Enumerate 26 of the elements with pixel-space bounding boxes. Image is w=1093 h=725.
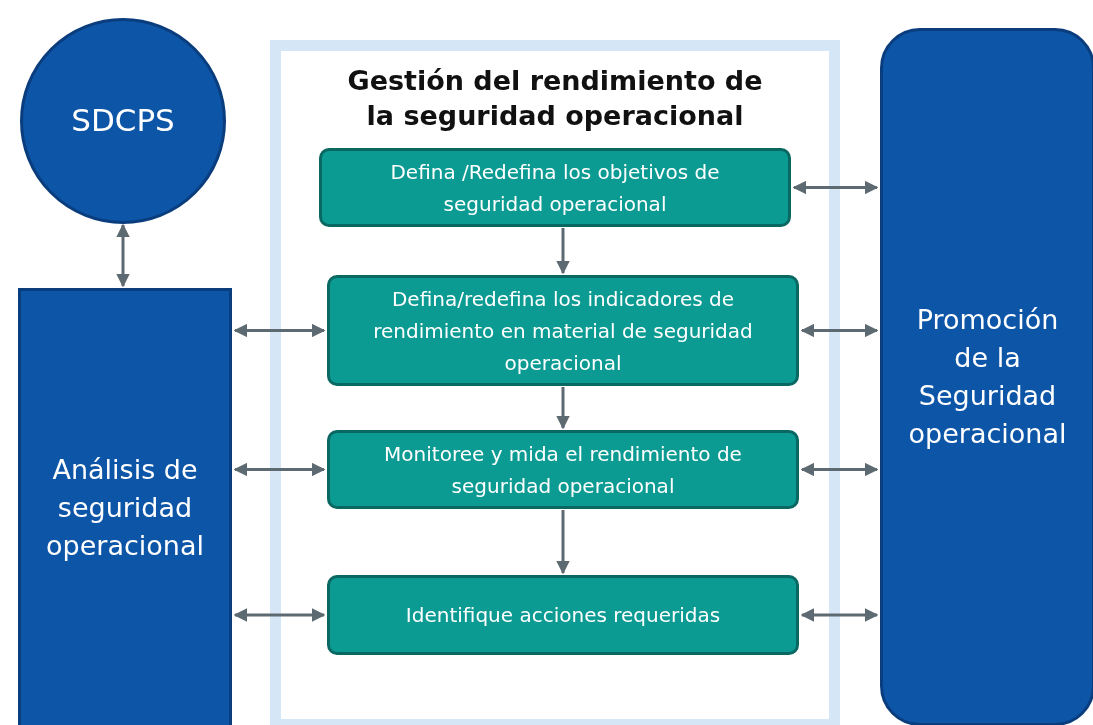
arrow	[556, 228, 570, 275]
arrow	[800, 323, 879, 338]
arrow	[556, 510, 570, 575]
node-label: Análisis de seguridad operacional	[45, 453, 205, 563]
arrow	[800, 608, 879, 622]
node-label: Monitoree y mida el rendimiento de seguridad operacional	[383, 440, 743, 500]
arrow	[233, 462, 326, 477]
process-box	[327, 275, 799, 386]
node-label: Promoción de la Seguridad operacional	[907, 303, 1068, 451]
arrow	[233, 323, 326, 338]
process-box	[327, 430, 799, 509]
arrow	[800, 462, 879, 477]
group-panel	[270, 40, 840, 725]
arrow	[556, 387, 570, 430]
node-label: Identifique acciones requeridas	[405, 602, 721, 629]
side-box	[18, 288, 232, 725]
arrow	[792, 180, 879, 195]
node-label: Defina /Redefina los objetivos de seguridad operacional	[389, 158, 721, 218]
node-label: SDCPS	[71, 101, 175, 141]
panel-title: Gestión del rendimiento de la seguridad operacional	[346, 64, 764, 134]
arrow	[116, 223, 130, 288]
node-label: Defina/redefina los indicadores de rendimiento en material de seguridad operacional	[372, 285, 754, 377]
arrow	[233, 608, 326, 622]
process-box	[327, 575, 799, 655]
process-box	[319, 148, 791, 227]
side-box	[880, 28, 1093, 725]
